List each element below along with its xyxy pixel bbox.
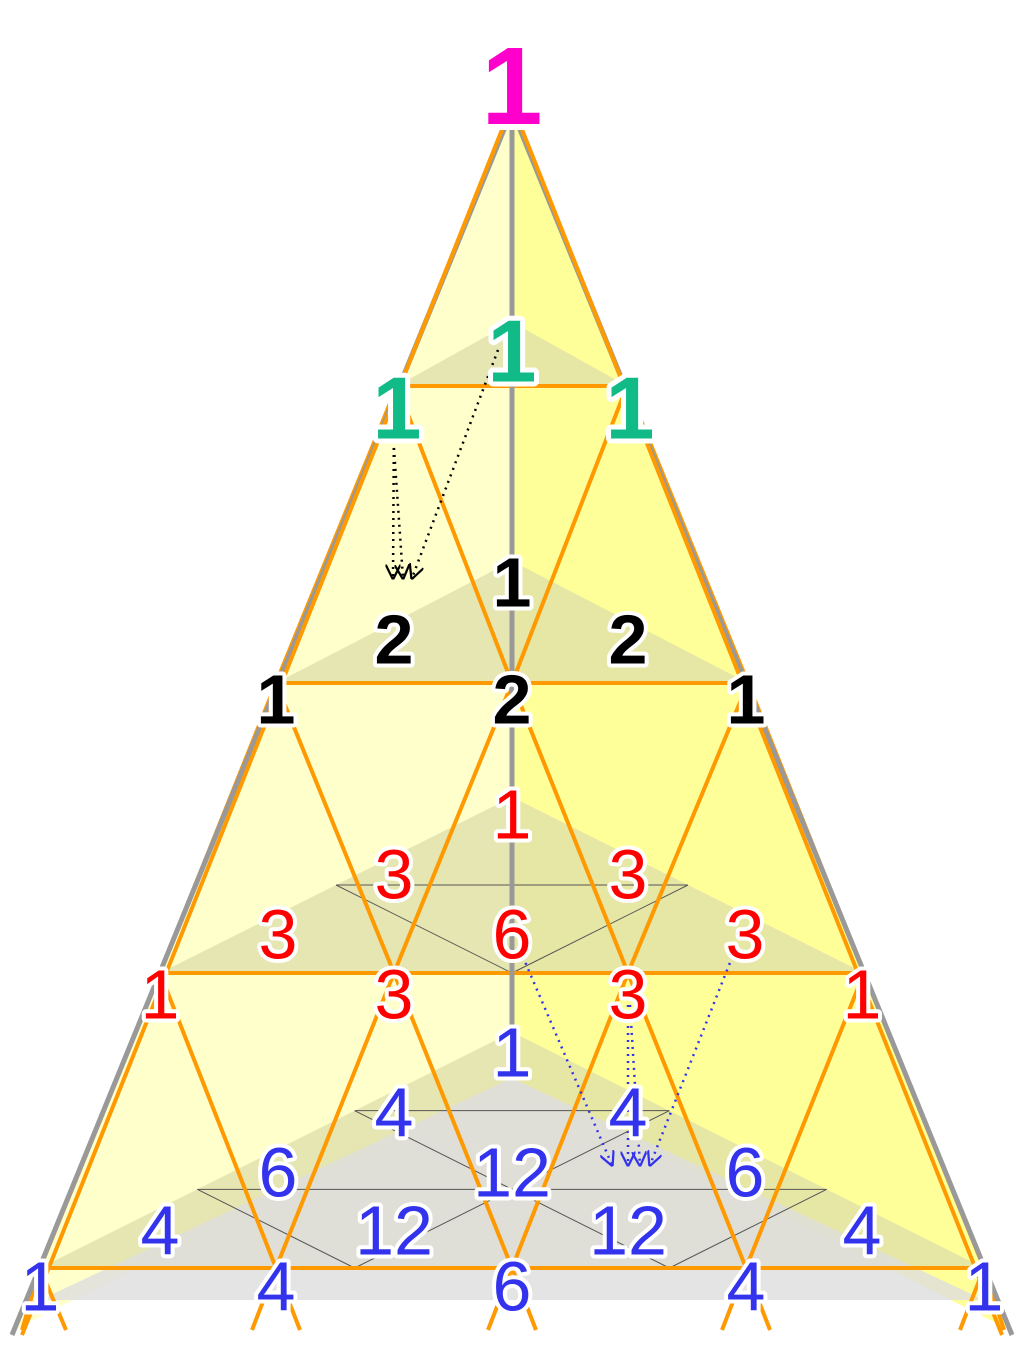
apex-coefficient: 1: [481, 25, 542, 148]
lattice-diagonal: [626, 972, 748, 1269]
layer-grid-lines: [197, 884, 827, 1269]
arrow-layer3-three-b: [628, 1004, 640, 1165]
layer3-coefficient: 3: [375, 955, 414, 1033]
layer2-coefficient: 1: [727, 660, 766, 738]
layer4-coefficient: 1: [493, 1013, 532, 1091]
layer2-coefficient: 1: [493, 543, 532, 621]
left-edge-orange: [20, 111, 511, 1336]
layer3-coefficient: 3: [375, 835, 414, 913]
layer2-coefficient: 2: [493, 660, 532, 738]
lattice-diagonal: [744, 972, 866, 1269]
layer4-coefficient: 4: [375, 1073, 414, 1151]
lattice-diagonal: [274, 1267, 302, 1331]
derivation-arrows: [392, 349, 737, 1165]
grid-line: [354, 1110, 670, 1269]
layer3-coefficient: 3: [726, 895, 765, 973]
layer4-coefficient: 4: [727, 1247, 766, 1325]
grid-line: [669, 1188, 827, 1269]
lattice-diagonal: [510, 1267, 538, 1331]
layer4-coefficient: 4: [843, 1191, 882, 1269]
layer4-coefficient: 12: [473, 1133, 551, 1211]
right-edge-orange: [513, 111, 1004, 1336]
layer3-coefficient: 1: [843, 955, 882, 1033]
layer1-coefficient: 1: [606, 358, 655, 457]
layer3-coefficient: 1: [493, 775, 532, 853]
layer4-coefficient: 1: [21, 1247, 60, 1325]
layer4-coefficient: 6: [493, 1247, 532, 1325]
lattice-diagonal: [486, 1267, 514, 1331]
layer4-coefficient: 12: [589, 1191, 667, 1269]
lattice-diagonal: [395, 385, 514, 684]
grid-line: [197, 1188, 355, 1269]
layer4-coefficient: 6: [259, 1133, 298, 1211]
layer2-coefficient: 2: [609, 600, 648, 678]
lattice-diagonal: [392, 972, 514, 1269]
lattice-diagonal: [158, 972, 278, 1269]
pyramid-outline: [9, 109, 1015, 1336]
lattice-diagonal: [274, 972, 396, 1269]
layer1-coefficient: 1: [488, 301, 537, 400]
lattice-diagonal: [392, 682, 514, 974]
layer4-coefficient: 4: [609, 1073, 648, 1151]
arrow-layer1-top: [412, 349, 500, 578]
lattice-diagonal: [250, 1267, 278, 1331]
layer1-coefficient: 1: [373, 358, 422, 457]
layer4-coefficient: 4: [141, 1191, 180, 1269]
lattice-diagonal: [720, 1267, 748, 1331]
layer3-coefficient: 6: [493, 895, 532, 973]
lattice-diagonal: [510, 682, 630, 974]
lattice-diagonal: [274, 682, 396, 974]
layer4-coefficient: 4: [257, 1247, 296, 1325]
layer3-coefficient: 3: [609, 955, 648, 1033]
lattice-diagonal: [510, 385, 629, 684]
lattice-diagonal: [626, 682, 750, 974]
layer4-coefficient: 1: [965, 1247, 1004, 1325]
lattice-diagonal: [744, 1267, 772, 1331]
lattice-diagonal: [510, 972, 630, 1269]
layer4-coefficient: 6: [726, 1133, 765, 1211]
layer4-coefficient: 12: [355, 1191, 433, 1269]
layer2-coefficient: 1: [257, 660, 296, 738]
layer3-coefficient: 1: [141, 955, 180, 1033]
layer3-coefficient: 3: [259, 895, 298, 973]
layer3-coefficient: 3: [609, 835, 648, 913]
layer2-coefficient: 2: [375, 600, 414, 678]
